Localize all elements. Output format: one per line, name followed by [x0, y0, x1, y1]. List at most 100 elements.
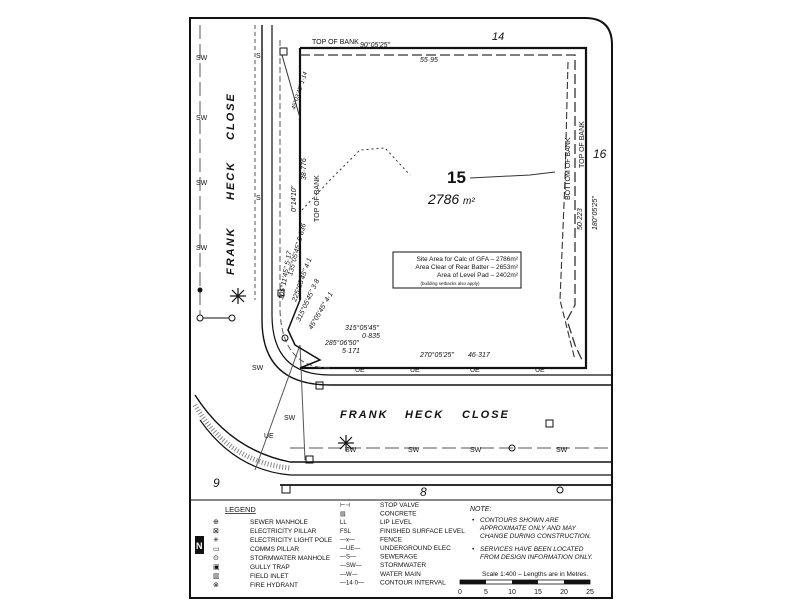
legend-symbol-icon: ⊙	[213, 555, 219, 562]
sw-code-label: SW	[345, 447, 357, 454]
dim-left-length: 38·776	[301, 158, 308, 180]
ue-code-label: UE	[535, 367, 545, 374]
dim-top-length: 55·95	[420, 57, 438, 64]
legend-item-label: FENCE	[380, 536, 403, 543]
north-arrow-icon: N	[195, 536, 204, 554]
field-inlet-icon	[281, 484, 291, 494]
bottom-of-bank-line	[559, 61, 576, 361]
note-line: APPROXIMATE ONLY AND MAY	[479, 525, 577, 532]
site-area-line: Area of Level Pad – 2402m²	[437, 272, 519, 279]
legend-item-label: STORMWATER	[380, 562, 426, 569]
site-area-line: Area Clear of Rear Batter – 2653m²	[415, 264, 518, 271]
top-of-bank-line	[300, 54, 583, 361]
site-area-note: (building setbacks also apply)	[420, 281, 480, 286]
legend-symbol-icon: —SW—	[340, 563, 362, 569]
sw-code-label: SW	[252, 365, 264, 372]
notes-title: NOTE:	[470, 506, 491, 513]
sheet-border	[189, 17, 613, 599]
diagonal-sw-line	[299, 344, 306, 461]
ue-code-label: UE	[410, 367, 420, 374]
bottom-of-bank-label: BOTTOM OF BANK	[565, 137, 572, 200]
road-edge-lower	[194, 394, 612, 463]
dim-right-bearing: 180°05'25"	[591, 196, 599, 230]
svg-text:•: •	[472, 517, 475, 524]
sw-code-label: SW	[196, 180, 208, 187]
legend-item-label: UNDERGROUND ELEC	[380, 545, 451, 552]
lot-8-label: 8	[420, 485, 427, 499]
road-edge-lower-2	[199, 419, 612, 476]
sw-code-label: SW	[284, 415, 296, 422]
fire-hydrant-icon	[196, 314, 204, 322]
light-pole-icon	[338, 435, 354, 451]
top-of-bank-label: TOP OF BANK	[579, 121, 586, 168]
lot-16-label: 16	[593, 147, 607, 161]
diagonal-services-line	[254, 344, 301, 471]
scale-tick-label: 10	[508, 589, 516, 596]
dim-bottom-bearing: 270°05'25"	[419, 351, 454, 359]
legend-item-label: CONCRETE	[380, 511, 417, 518]
sw-code-label: SW	[196, 245, 208, 252]
dim-left-bearing: 0°14'10"	[290, 185, 298, 212]
notes-list: • CONTOURS SHOWN ARE APPROXIMATE ONLY AN…	[472, 517, 593, 561]
legend-symbol-icon: ⊢⊣	[340, 502, 350, 509]
s-code-label: S	[256, 195, 261, 202]
legend-title: LEGEND	[225, 505, 256, 514]
legend-item-label: STOP VALVE	[380, 502, 420, 509]
note-line: CONTOURS SHOWN ARE	[480, 517, 559, 524]
corner-truncation	[287, 299, 322, 369]
legend-symbol-icon: ⊠	[213, 528, 219, 535]
legend-item-label: ELECTRICITY PILLAR	[250, 528, 317, 535]
lot-9-label: 9	[213, 476, 220, 490]
legend-item-label: ELECTRICITY LIGHT POLE	[250, 537, 333, 544]
legend-symbol-icon: ▭	[213, 546, 220, 553]
scale-tick-label: 0	[458, 589, 462, 596]
legend-symbol-icon: —14·0—	[340, 580, 364, 586]
lot-14-label: 14	[492, 31, 504, 43]
kerb-line-inner	[261, 25, 612, 386]
legend-symbol-icon: —UE—	[340, 546, 360, 552]
note-line: FROM DESIGN INFORMATION ONLY.	[480, 554, 593, 561]
contour-line	[301, 147, 411, 211]
light-pole-icon	[230, 288, 246, 304]
legend-item-label: GULLY TRAP	[250, 564, 290, 571]
scale-tick-label: 5	[484, 589, 488, 596]
fire-hydrant-icon	[228, 314, 236, 322]
legend-item-label: CONTOUR INTERVAL	[380, 579, 446, 586]
legend-left-list: ⊕SEWER MANHOLE⊠ELECTRICITY PILLAR✳ELECTR…	[213, 519, 333, 589]
legend-item-label: FINISHED SURFACE LEVEL	[380, 528, 465, 535]
note-line: SERVICES HAVE BEEN LOCATED	[480, 546, 584, 553]
site-area-box: Site Area for Calc of GFA – 2786m² Area …	[392, 251, 522, 289]
dim-top-bearing: 90°05'25"	[360, 41, 390, 49]
legend-symbol-icon: ✳	[213, 536, 219, 544]
chord-label: 285°06'50"	[324, 339, 359, 347]
svg-text:N: N	[196, 541, 203, 551]
legend-item-label: COMMS PILLAR	[250, 546, 299, 553]
ue-code-label: UE	[264, 433, 274, 440]
lot-boundary	[300, 46, 588, 370]
ue-line-corner	[279, 40, 331, 369]
sw-code-label: SW	[196, 55, 208, 62]
dim-right-length: 50·223	[577, 208, 584, 230]
chord-label: 315°05'45"	[345, 324, 379, 332]
top-leader	[281, 54, 301, 119]
svg-text:CLOSE: CLOSE	[462, 409, 510, 421]
street-name-horizontal: FRANK HECK CLOSE	[340, 409, 510, 421]
stormwater-manhole-icon	[508, 444, 516, 452]
dim-bottom-length: 46·317	[468, 352, 491, 359]
electricity-pillar-icon	[315, 381, 324, 390]
ue-code-label: UE	[470, 367, 480, 374]
scale-tick-label: 25	[586, 589, 594, 596]
lot-area: 2786 m²	[427, 191, 475, 207]
legend-item-label: WATER MAIN	[380, 571, 421, 578]
electricity-pillar-icon	[279, 47, 288, 56]
svg-text:HECK: HECK	[405, 409, 444, 421]
sewer-manhole-icon	[556, 486, 564, 494]
legend-symbol-icon: —S—	[340, 555, 356, 561]
legend-symbol-icon: LL	[340, 520, 347, 526]
sw-code-label: SW	[196, 115, 208, 122]
legend-item-label: FIELD INLET	[250, 573, 289, 580]
sewer-manhole-icon	[197, 287, 203, 293]
scale-label: Scale 1:400 – Lengths are in Metres.	[482, 571, 588, 578]
